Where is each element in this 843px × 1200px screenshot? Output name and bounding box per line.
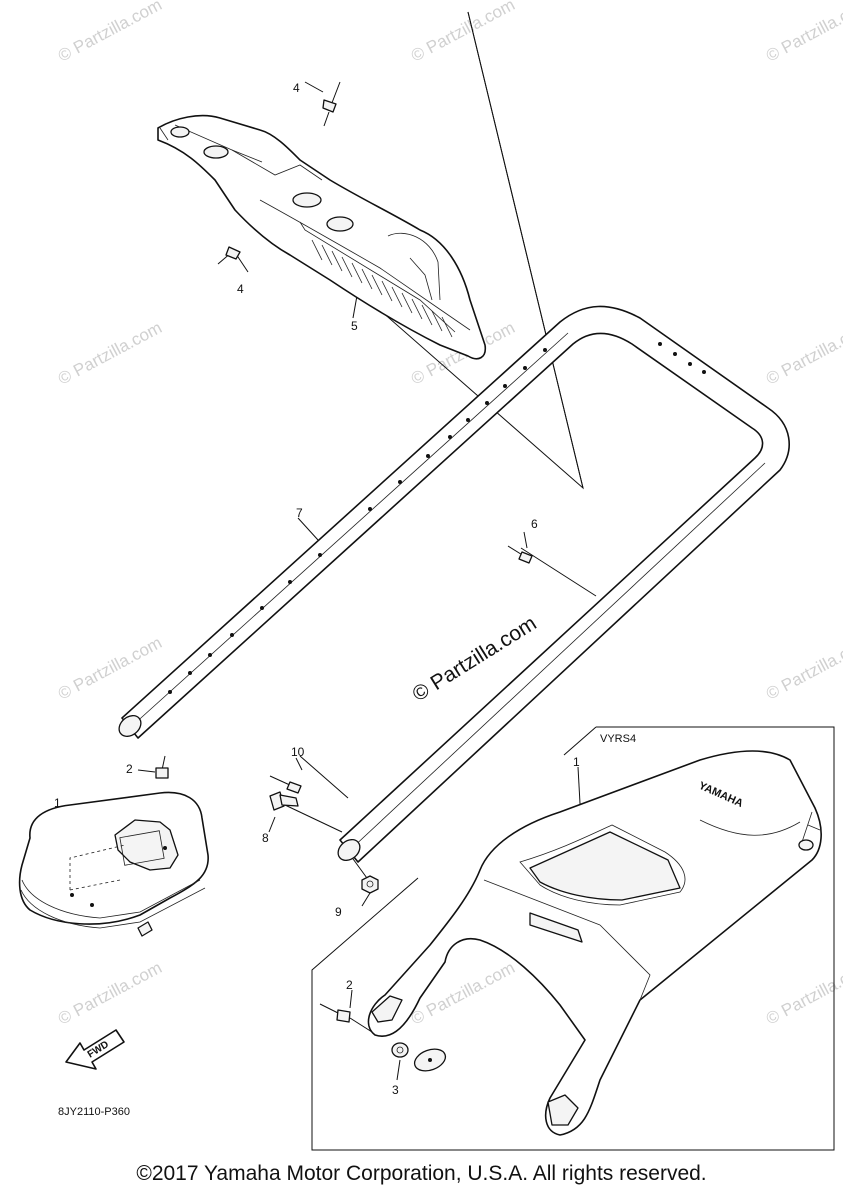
- copyright-notice: ©2017 Yamaha Motor Corporation, U.S.A. A…: [136, 1162, 707, 1185]
- bolt-8: [269, 791, 299, 811]
- callouts: 1 1 2 2 3 4 4 5 6 7 8 9 10: [54, 81, 580, 1097]
- watermark: © Partzilla.com: [763, 633, 843, 704]
- nut-9: [361, 875, 379, 894]
- rivet-2-left: [155, 755, 169, 779]
- callout-6: 6: [531, 517, 538, 531]
- rear-protector: [157, 114, 487, 360]
- washer-3: [391, 1042, 447, 1072]
- seat-cover-folded: [18, 791, 209, 937]
- watermark: © Partzilla.com: [763, 958, 843, 1029]
- inset-label: VYRS4: [600, 733, 636, 745]
- diagram-code: 8JY2110-P360: [58, 1106, 130, 1118]
- watermark: © Partzilla.com: [55, 318, 165, 389]
- callout-2-left: 2: [126, 762, 133, 776]
- rivet-2-right: [319, 1003, 373, 1033]
- callout-3: 3: [392, 1083, 399, 1097]
- watermark: © Partzilla.com: [763, 318, 843, 389]
- grab-bar: [118, 305, 790, 863]
- watermark: © Partzilla.com: [55, 958, 165, 1029]
- callout-5: 5: [351, 319, 358, 333]
- watermark: © Partzilla.com: [55, 0, 165, 66]
- callout-8: 8: [262, 831, 269, 845]
- grille-slots: [311, 239, 453, 338]
- seat-cover-installed: YAMAHA: [367, 750, 822, 1136]
- inset-vyrs4: VYRS4: [311, 726, 835, 1151]
- callout-2-right: 2: [346, 978, 353, 992]
- rivet-10: [269, 775, 302, 794]
- fwd-arrow-icon: FWD: [65, 1029, 125, 1070]
- watermark: © Partzilla.com: [763, 0, 843, 66]
- callout-4-top: 4: [293, 81, 300, 95]
- rivet-bottom: [217, 246, 241, 265]
- callout-1-left: 1: [54, 796, 61, 810]
- watermark: © Partzilla.com: [408, 0, 518, 66]
- rivet-top: [322, 81, 341, 127]
- rivet-6: [507, 545, 533, 564]
- bar-holes: [168, 342, 706, 694]
- callout-7: 7: [296, 506, 303, 520]
- callout-9: 9: [335, 905, 342, 919]
- callout-1-right: 1: [573, 755, 580, 769]
- callout-10: 10: [291, 745, 305, 759]
- callout-4-bottom: 4: [237, 282, 244, 296]
